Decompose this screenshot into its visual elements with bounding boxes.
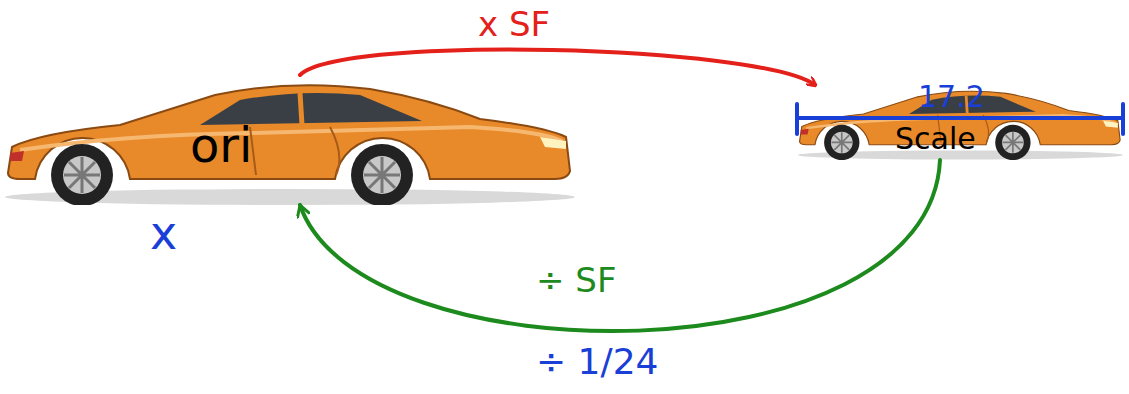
dimension-value: 17.2	[918, 80, 985, 113]
original-car	[5, 85, 575, 206]
scale-factor-note: ÷ 1/24	[536, 342, 658, 382]
operation-label: ÷ SF	[536, 262, 616, 299]
car-label: ori	[190, 119, 252, 172]
car-label: Scale	[895, 122, 976, 155]
length-variable: x	[150, 208, 177, 259]
original-car-box: ori	[0, 75, 575, 205]
scale-down-arrow	[300, 160, 940, 331]
operation-label: x SF	[478, 6, 550, 43]
scale-up-arrow	[300, 50, 815, 85]
